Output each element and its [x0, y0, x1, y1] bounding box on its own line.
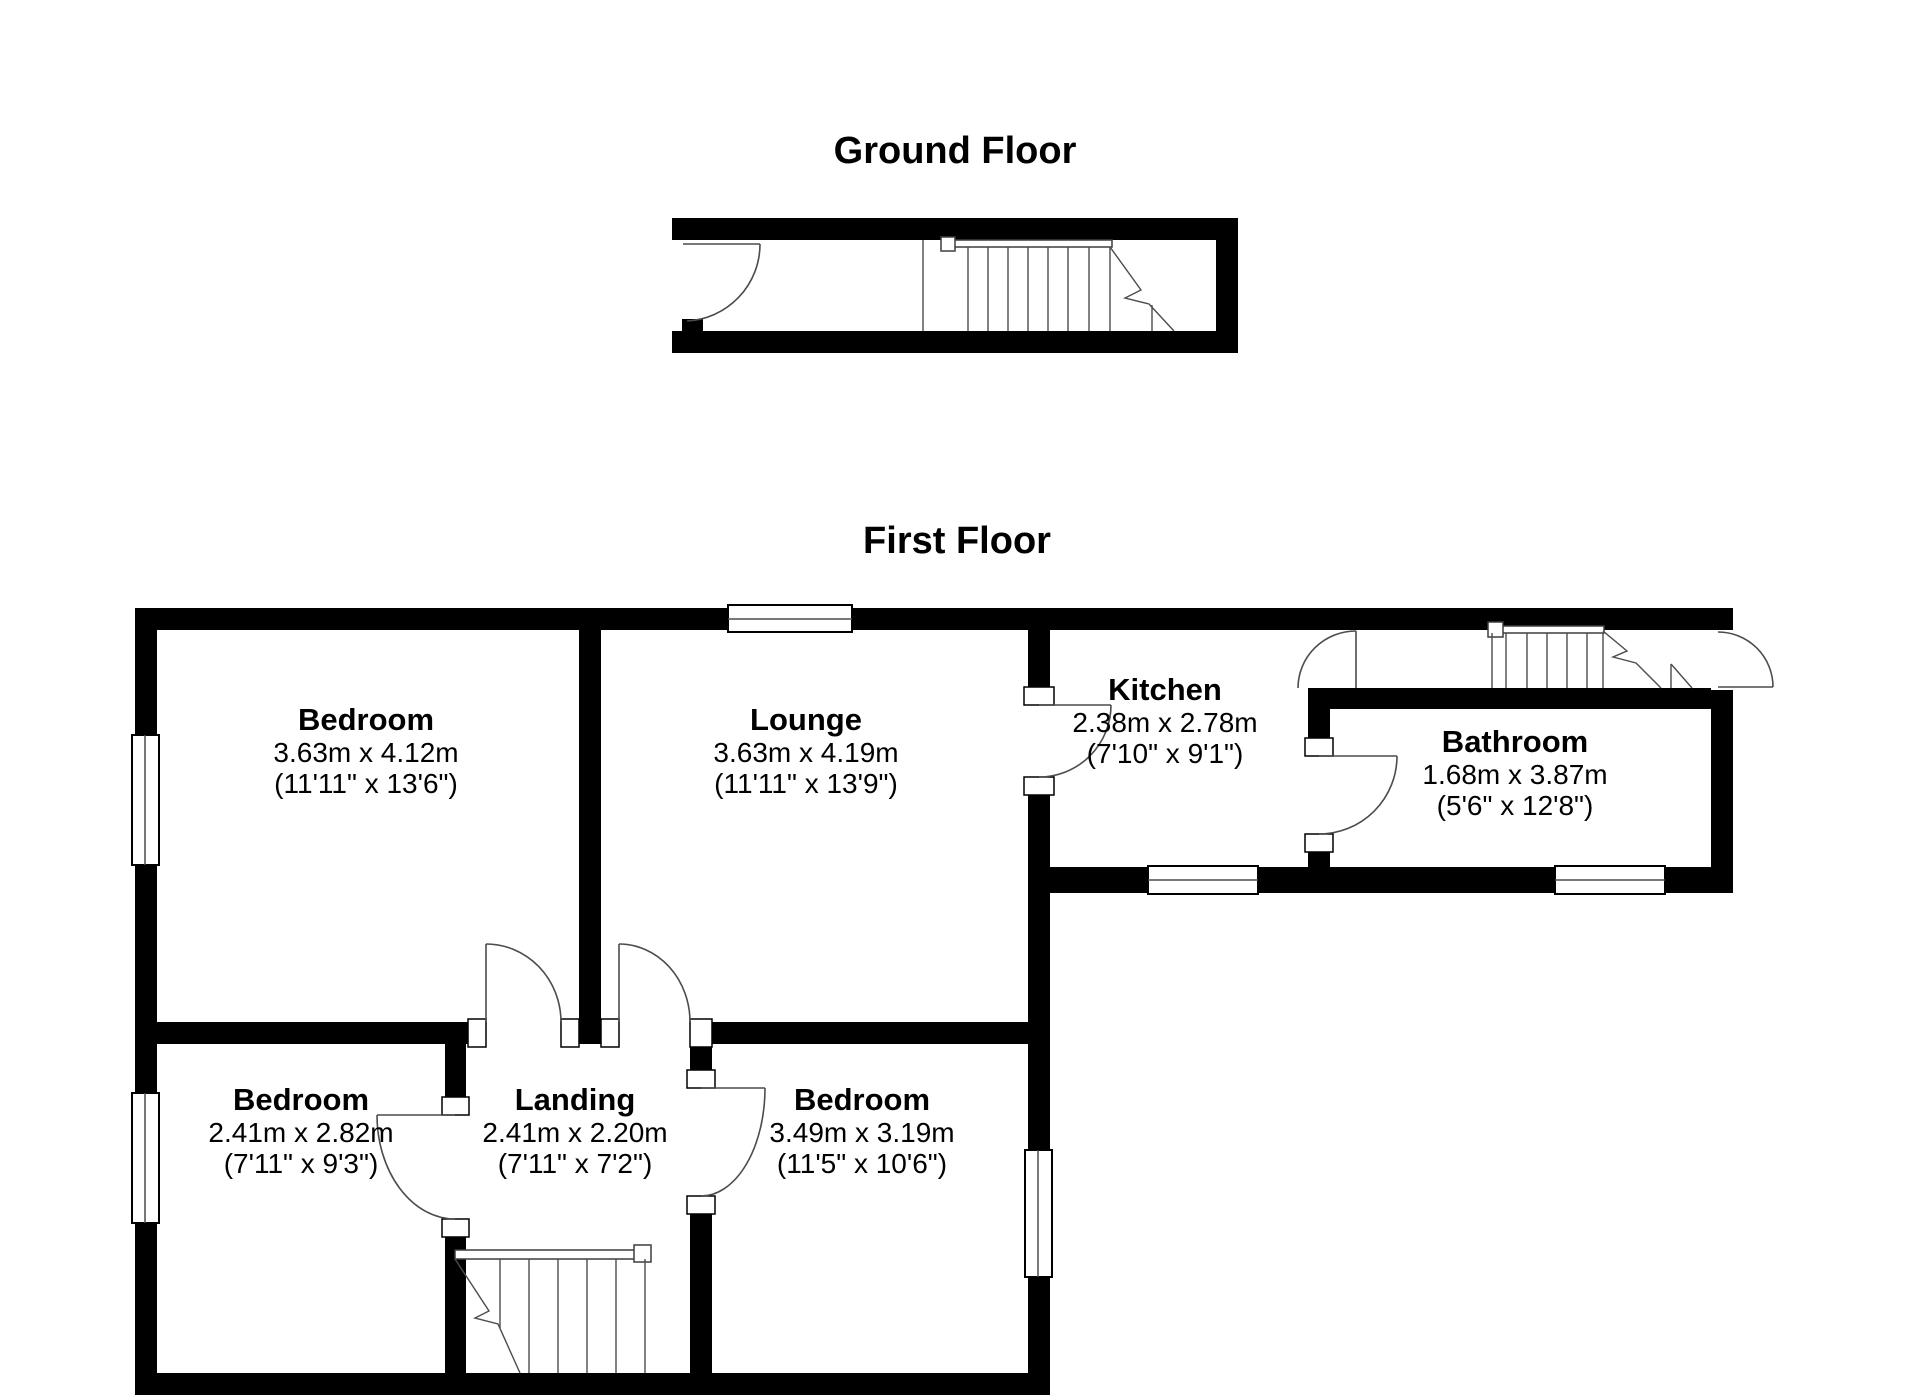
room-dim-imperial: (11'11" x 13'6") [274, 768, 458, 799]
room-name: Lounge [750, 702, 862, 737]
bedroom-landing-wall-lower [445, 1219, 466, 1373]
door-swing-arc [376, 1114, 456, 1220]
door-jamb [1304, 737, 1334, 757]
bathroom-door [1318, 755, 1398, 835]
stair-break-line [454, 1258, 521, 1374]
room-dim-imperial: (11'5" x 10'6") [776, 1148, 948, 1179]
room-label-bedroom-front: Bedroom 3.63m x 4.12m (11'11" x 13'6") [273, 702, 458, 799]
door-swing-arc [686, 243, 761, 322]
door-swing-arc [1038, 704, 1112, 778]
room-dim-metric: 2.38m x 2.78m [1072, 707, 1258, 738]
gf-entrance-door [683, 243, 761, 322]
door-jamb [689, 1018, 713, 1048]
room-label-bathroom: Bathroom 1.68m x 3.87m (5'6" x 12'8") [1422, 724, 1607, 821]
room-dim-imperial: (7'11" x 7'2") [497, 1148, 653, 1179]
room-dim-metric: 2.41m x 2.20m [482, 1117, 668, 1148]
hallway-staircase [1487, 621, 1693, 689]
ground-floor-plan [672, 218, 1238, 353]
door-jamb [686, 1069, 716, 1089]
kitchen-door [1038, 704, 1112, 778]
stair-break-line [1602, 630, 1693, 689]
stair-rail [454, 1249, 649, 1260]
room-name: Bedroom [232, 1082, 370, 1117]
door-jamb [1023, 686, 1055, 706]
kitchen-window [1147, 865, 1259, 895]
gf-top-wall [672, 218, 1238, 240]
stair-treads [499, 1259, 646, 1373]
ff-wing-right-wall [1711, 690, 1733, 893]
room-name: Bedroom [297, 702, 435, 737]
gf-bottom-wall [672, 331, 1238, 353]
door-swing-arc [485, 943, 562, 1023]
bedroom-front-window [131, 734, 160, 866]
stair-newel-post [1487, 621, 1504, 638]
room-dim-metric: 2.41m x 2.82m [208, 1117, 394, 1148]
door-swing-arc [700, 1087, 766, 1197]
first-floor-plan [131, 604, 1774, 1395]
internal-wall-right [708, 1022, 1028, 1044]
room-label-landing: Landing 2.41m x 2.20m (7'11" x 7'2") [482, 1082, 667, 1179]
door-jamb [441, 1096, 470, 1116]
ff-left-wall [135, 608, 157, 1395]
bedroom-back-right-window [1024, 1149, 1053, 1278]
room-name: Bedroom [793, 1082, 931, 1117]
room-dim-metric: 3.63m x 4.19m [713, 737, 899, 768]
room-dim-imperial: (7'11" x 9'3") [223, 1148, 379, 1179]
bedroom-front-door [485, 943, 562, 1023]
lounge-window [727, 604, 853, 633]
first-floor-title: First Floor [863, 520, 1051, 562]
stair-newel-post [633, 1244, 652, 1263]
stair-break-line [1109, 246, 1175, 332]
door-swing-arc [1297, 630, 1357, 689]
bedroom-back-left-window [131, 1092, 160, 1224]
door-jamb [1304, 833, 1334, 853]
gf-right-wall [1216, 218, 1238, 353]
door-jamb [560, 1018, 580, 1048]
door-jamb [1023, 776, 1055, 796]
gf-door-jamb-stub [682, 319, 703, 331]
stair-newel-post [940, 236, 956, 252]
bathroom-top-wall [1308, 688, 1711, 709]
landing-staircase [454, 1244, 652, 1374]
internal-wall-left [157, 1022, 468, 1044]
ff-bottom-wall [135, 1373, 1050, 1395]
door-swing-arc [1318, 755, 1398, 835]
bedroom-lounge-divider-wall [579, 630, 601, 1044]
door-jamb [467, 1018, 487, 1048]
stair-rail [949, 239, 1113, 248]
landing-bedroom-wall-lower [690, 1196, 712, 1373]
room-label-lounge: Lounge 3.63m x 4.19m (11'11" x 13'9") [713, 702, 898, 799]
room-name: Landing [514, 1082, 636, 1117]
stair-rail [1499, 625, 1605, 634]
room-label-kitchen: Kitchen 2.38m x 2.78m (7'10" x 9'1") [1072, 672, 1257, 769]
room-label-bedroom-back-left: Bedroom 2.41m x 2.82m (7'11" x 9'3") [208, 1082, 393, 1179]
room-dim-imperial: (7'10" x 9'1") [1086, 738, 1244, 769]
door-jamb [686, 1195, 716, 1215]
stair-treads [1491, 633, 1604, 688]
room-dim-imperial: (11'11" x 13'9") [714, 768, 898, 799]
stair-treads [967, 247, 1111, 331]
room-dim-metric: 1.68m x 3.87m [1422, 759, 1608, 790]
bedroom-back-right-door [700, 1087, 766, 1197]
door-swing-arc [618, 943, 691, 1023]
kitchen-door-opening [1026, 703, 1052, 779]
door-swing-arc [1717, 631, 1774, 688]
room-dim-imperial: (5'6" x 12'8") [1436, 790, 1594, 821]
door-jamb [600, 1018, 620, 1048]
room-name: Bathroom [1441, 724, 1589, 759]
hallway-door [1297, 630, 1357, 689]
door-jamb [441, 1218, 470, 1238]
room-dim-metric: 3.49m x 3.19m [769, 1117, 955, 1148]
room-dim-metric: 3.63m x 4.12m [273, 737, 459, 768]
bathroom-window [1554, 865, 1666, 895]
ff-top-wall [135, 608, 1733, 630]
bedroom-back-left-door [376, 1114, 456, 1220]
gf-staircase [922, 236, 1175, 332]
lounge-door [618, 943, 691, 1023]
room-name: Kitchen [1108, 672, 1222, 707]
ff-entrance-door [1717, 631, 1774, 688]
room-label-bedroom-back-right: Bedroom 3.49m x 3.19m (11'5" x 10'6") [769, 1082, 954, 1179]
ground-floor-title: Ground Floor [833, 130, 1077, 172]
